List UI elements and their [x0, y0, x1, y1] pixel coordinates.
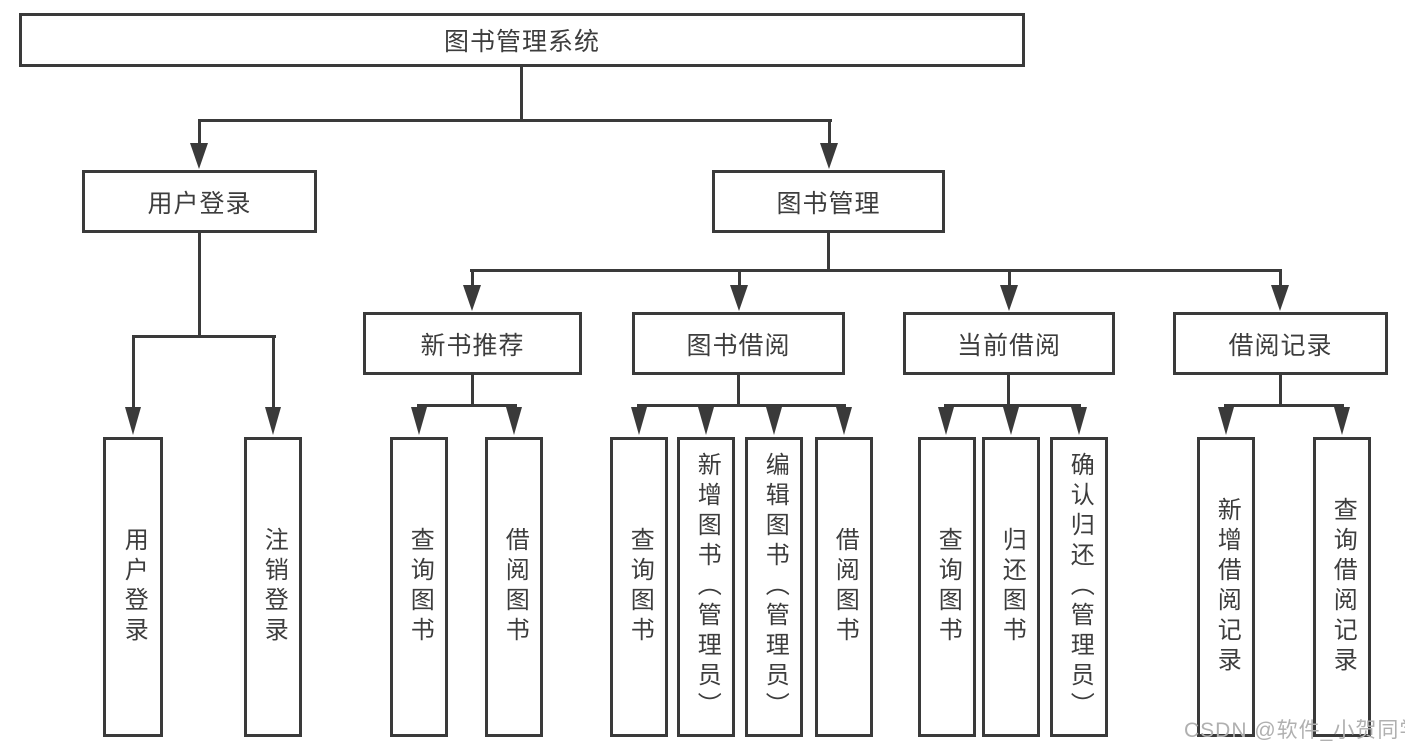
node-new-book-recommend-label: 新书推荐 — [420, 331, 525, 360]
leaf-confirm-return-admin: 确认归还（管理员） — [1050, 437, 1108, 737]
csdn-watermark: CSDN @软件_小贺同学 — [1184, 719, 1405, 742]
connector-level1-rail — [198, 119, 832, 122]
connector-current-borrow-rail — [944, 404, 1081, 407]
arrowhead-down-icon — [1003, 407, 1019, 435]
connector-book-borrow-rail — [637, 404, 846, 407]
leaf-borrow-books-recommend: 借阅图书 — [485, 437, 543, 737]
connector-book-borrow-stem — [737, 375, 740, 407]
connector-new-books-rail — [417, 404, 517, 407]
leaf-query-books-recommend: 查询图书 — [390, 437, 448, 737]
leaf-query-books-current: 查询图书 — [918, 437, 976, 737]
connector-leaf-drop — [272, 335, 275, 409]
node-user-login: 用户登录 — [82, 170, 317, 233]
leaf-query-borrow-record-label: 查询借阅记录 — [1329, 497, 1357, 677]
connector-level3-drop — [1279, 269, 1282, 289]
leaf-borrow-books: 借阅图书 — [815, 437, 873, 737]
arrowhead-down-icon — [1000, 285, 1018, 311]
leaf-logout: 注销登录 — [244, 437, 302, 737]
arrowhead-down-icon — [190, 143, 208, 169]
node-current-borrow-label: 当前借阅 — [956, 331, 1061, 360]
leaf-borrow-books-recommend-label: 借阅图书 — [501, 527, 529, 647]
arrowhead-down-icon — [730, 285, 748, 311]
arrowhead-down-icon — [1334, 407, 1350, 435]
connector-borrow-records-rail — [1224, 404, 1344, 407]
connector-level3-drop — [471, 269, 474, 289]
connector-borrow-records-stem — [1279, 375, 1282, 407]
connector-book-mgmt-drop — [828, 119, 831, 148]
connector-level3-rail — [470, 269, 1282, 272]
arrowhead-down-icon — [836, 407, 852, 435]
node-root-label: 图书管理系统 — [443, 28, 600, 56]
leaf-add-books-admin-label: 新增图书（管理员） — [693, 452, 721, 722]
leaf-borrow-books-label: 借阅图书 — [831, 527, 859, 647]
leaf-edit-books-admin: 编辑图书（管理员） — [745, 437, 803, 737]
node-root: 图书管理系统 — [19, 13, 1025, 67]
leaf-add-borrow-record: 新增借阅记录 — [1197, 437, 1255, 737]
leaf-confirm-return-admin-label: 确认归还（管理员） — [1066, 452, 1094, 722]
arrowhead-down-icon — [938, 407, 954, 435]
arrowhead-down-icon — [631, 407, 647, 435]
connector-user-login-stem — [198, 233, 201, 338]
arrowhead-down-icon — [766, 407, 782, 435]
arrowhead-down-icon — [1218, 407, 1234, 435]
leaf-return-books-label: 归还图书 — [998, 527, 1026, 647]
node-book-management-label: 图书管理 — [776, 189, 881, 218]
arrowhead-down-icon — [1271, 285, 1289, 311]
node-new-book-recommend: 新书推荐 — [363, 312, 582, 375]
arrowhead-down-icon — [506, 407, 522, 435]
node-book-borrow-label: 图书借阅 — [686, 331, 791, 360]
connector-current-borrow-stem — [1007, 375, 1010, 407]
connector-root-stem — [520, 65, 523, 122]
arrowhead-down-icon — [463, 285, 481, 311]
leaf-query-books-recommend-label: 查询图书 — [406, 527, 434, 647]
connector-level3-drop — [1008, 269, 1011, 289]
arrowhead-down-icon — [125, 407, 141, 435]
node-borrow-records-label: 借阅记录 — [1228, 331, 1333, 360]
arrowhead-down-icon — [265, 407, 281, 435]
leaf-add-borrow-record-label: 新增借阅记录 — [1213, 497, 1241, 677]
leaf-user-login-label: 用户登录 — [120, 527, 148, 647]
node-book-borrow: 图书借阅 — [632, 312, 845, 375]
connector-leaf-drop — [132, 335, 135, 409]
leaf-logout-label: 注销登录 — [260, 527, 288, 647]
arrowhead-down-icon — [698, 407, 714, 435]
node-borrow-records: 借阅记录 — [1173, 312, 1388, 375]
arrowhead-down-icon — [820, 143, 838, 169]
arrowhead-down-icon — [1071, 407, 1087, 435]
node-current-borrow: 当前借阅 — [903, 312, 1115, 375]
leaf-query-books-borrow: 查询图书 — [610, 437, 668, 737]
leaf-query-books-borrow-label: 查询图书 — [626, 527, 654, 647]
node-user-login-label: 用户登录 — [147, 189, 252, 218]
node-book-management: 图书管理 — [712, 170, 945, 233]
leaf-return-books: 归还图书 — [982, 437, 1040, 737]
connector-user-login-rail — [132, 335, 276, 338]
leaf-query-books-current-label: 查询图书 — [934, 527, 962, 647]
leaf-edit-books-admin-label: 编辑图书（管理员） — [761, 452, 789, 722]
connector-book-mgmt-stem — [827, 233, 830, 272]
leaf-add-books-admin: 新增图书（管理员） — [677, 437, 735, 737]
connector-level3-drop — [738, 269, 741, 289]
connector-user-login-drop — [198, 119, 201, 148]
leaf-query-borrow-record: 查询借阅记录 — [1313, 437, 1371, 737]
leaf-user-login: 用户登录 — [103, 437, 163, 737]
connector-new-books-stem — [471, 375, 474, 407]
arrowhead-down-icon — [411, 407, 427, 435]
